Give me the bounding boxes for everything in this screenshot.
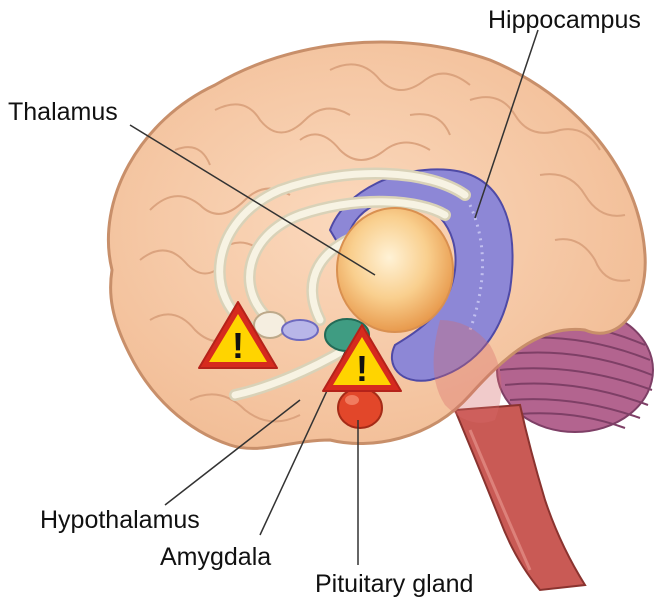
- pituitary-gland-label: Pituitary gland: [315, 572, 473, 597]
- amygdala-label: Amygdala: [160, 545, 271, 570]
- thalamus-structure: [337, 208, 453, 332]
- thalamus-label: Thalamus: [8, 100, 118, 125]
- pituitary-structure: [338, 388, 382, 428]
- hippocampus-label: Hippocampus: [488, 8, 641, 33]
- svg-text:!: !: [232, 325, 244, 366]
- hypothalamus-label: Hypothalamus: [40, 508, 200, 533]
- brain-stem: [455, 405, 585, 590]
- svg-text:!: !: [356, 348, 368, 389]
